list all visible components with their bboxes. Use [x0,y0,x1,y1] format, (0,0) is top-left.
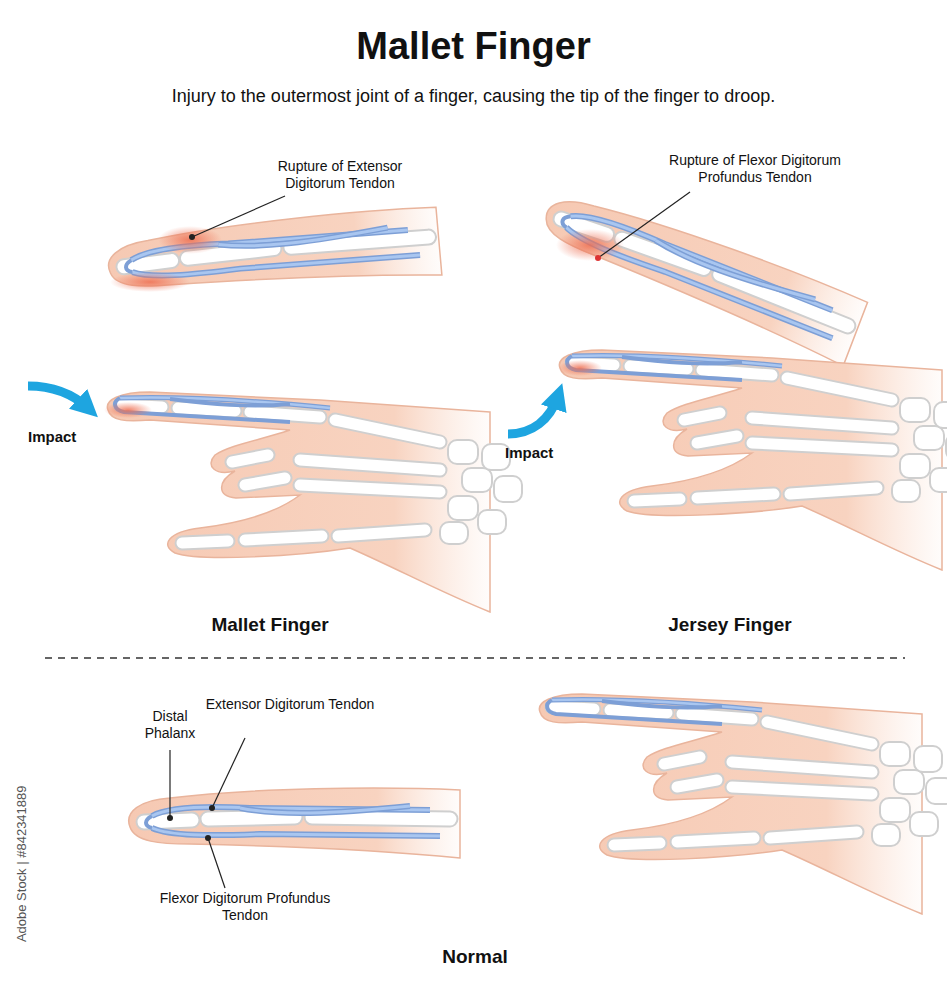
leader-dot [205,835,211,841]
jersey-finger-closeup [534,182,868,366]
normal-hand [539,694,947,914]
panel-label: Jersey Finger [640,614,820,637]
divider-line [45,657,905,659]
part-label: Flexor Digitorum Profundus Tendon [150,890,340,924]
impact-label: Impact [505,444,585,462]
part-label: Distal Phalanx [130,708,210,742]
leader-dot [595,255,601,261]
injury-glow [110,272,190,292]
mallet-hand [107,392,522,612]
leader-line [598,192,690,258]
injury-glow [104,402,152,418]
leader-dot [167,815,173,821]
leader-line [169,750,170,818]
normal-finger-closeup [129,788,460,858]
impact-label: Impact [28,428,108,446]
leader-dot [189,234,195,240]
panel-label: Normal [420,946,530,969]
impact-arrow [508,396,558,434]
injury-glow [158,226,222,254]
panel-label: Mallet Finger [180,614,360,637]
watermark: Adobe Stock | #842341889 [14,764,30,964]
part-label: Extensor Digitorum Tendon [200,696,380,713]
jersey-hand [559,350,947,570]
title: Mallet Finger [0,24,947,70]
callout-label: Rupture of Flexor Digitorum Profundus Te… [645,152,865,186]
impact-arrow [28,386,88,408]
leader-line [212,738,245,808]
leader-dot [209,805,215,811]
callout-label: Rupture of Extensor Digitorum Tendon [250,158,430,192]
subtitle: Injury to the outermost joint of a finge… [0,86,947,108]
mallet-finger-closeup [106,205,442,304]
injury-glow [558,360,602,376]
leader-line [192,196,285,237]
leader-line [208,838,225,888]
injury-glow [556,229,624,261]
